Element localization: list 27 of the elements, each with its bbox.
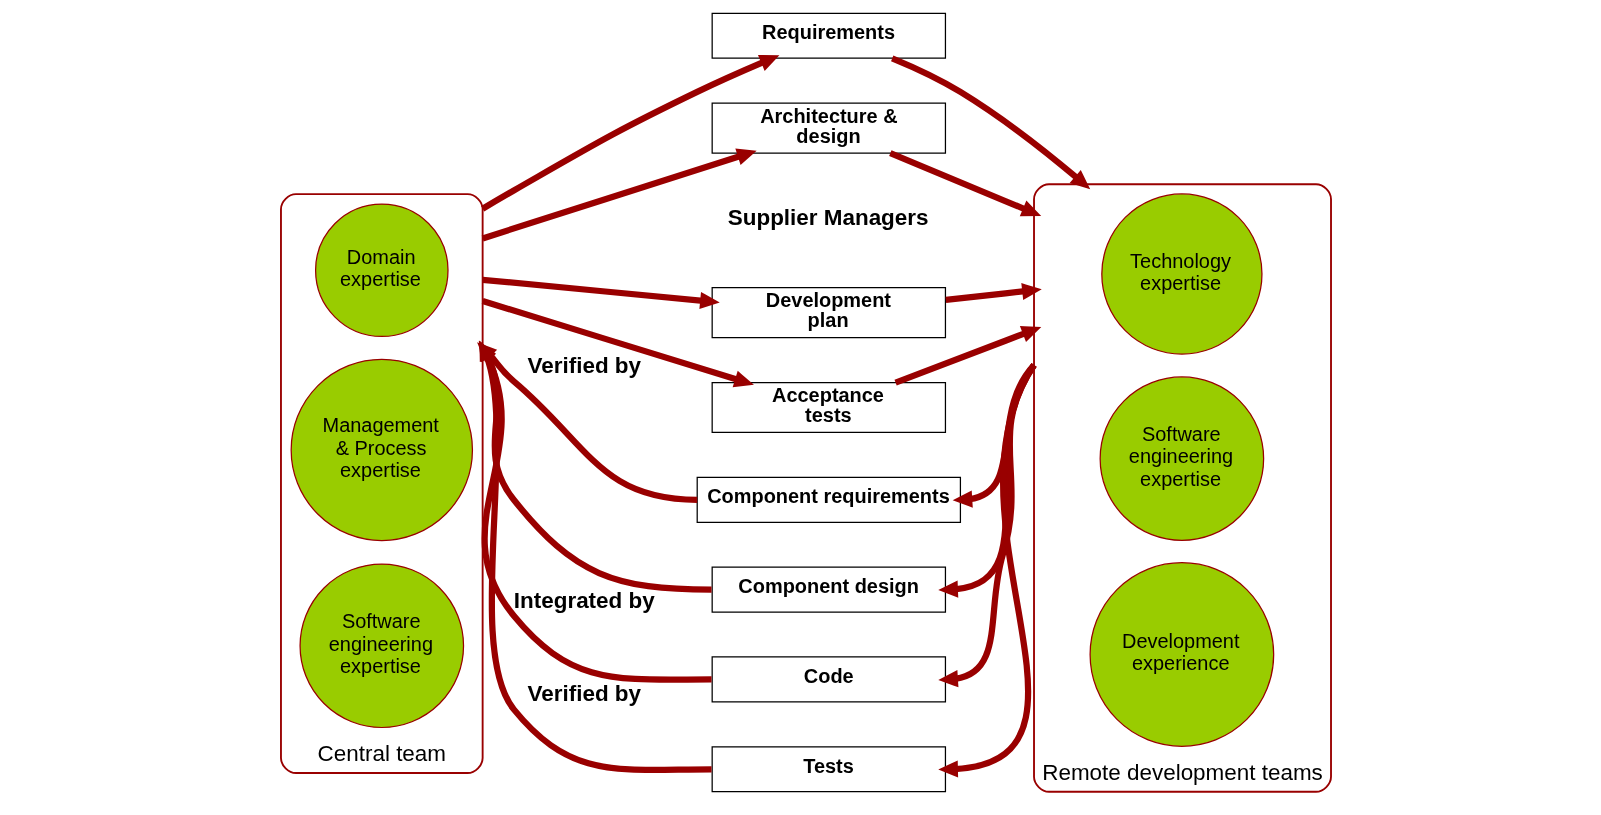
arrow — [937, 363, 1037, 778]
node-box: Acceptance tests — [711, 381, 946, 434]
node-circle: Domain expertise — [314, 203, 449, 338]
node-circle: Management & Process expertise — [290, 358, 473, 542]
arrow — [890, 55, 1090, 190]
arrow — [894, 326, 1041, 386]
edge-label: Verified by — [527, 681, 641, 707]
node-circle: Technology expertise — [1100, 193, 1263, 355]
node-box: Tests — [711, 746, 946, 793]
arrow — [481, 148, 757, 242]
label: Supplier Managers — [727, 204, 929, 230]
node-circle: Software engineering expertise — [298, 563, 464, 729]
node-circle: Development experience — [1088, 562, 1274, 747]
edge-label: Verified by — [527, 353, 641, 379]
node-circle: Software engineering expertise — [1099, 376, 1264, 541]
arrow — [480, 55, 779, 212]
node-box: Development plan — [711, 287, 946, 339]
node-box: Requirements — [711, 12, 946, 59]
node-box: Component requirements — [696, 476, 961, 523]
arrow — [888, 150, 1041, 217]
arrow — [481, 298, 754, 388]
node-box: Architecture & design — [711, 102, 946, 154]
edge-label: Integrated by — [513, 587, 655, 613]
arrow — [481, 276, 720, 310]
node-box: Component design — [711, 566, 946, 613]
node-box: Code — [711, 656, 946, 703]
arrow — [945, 282, 1042, 304]
